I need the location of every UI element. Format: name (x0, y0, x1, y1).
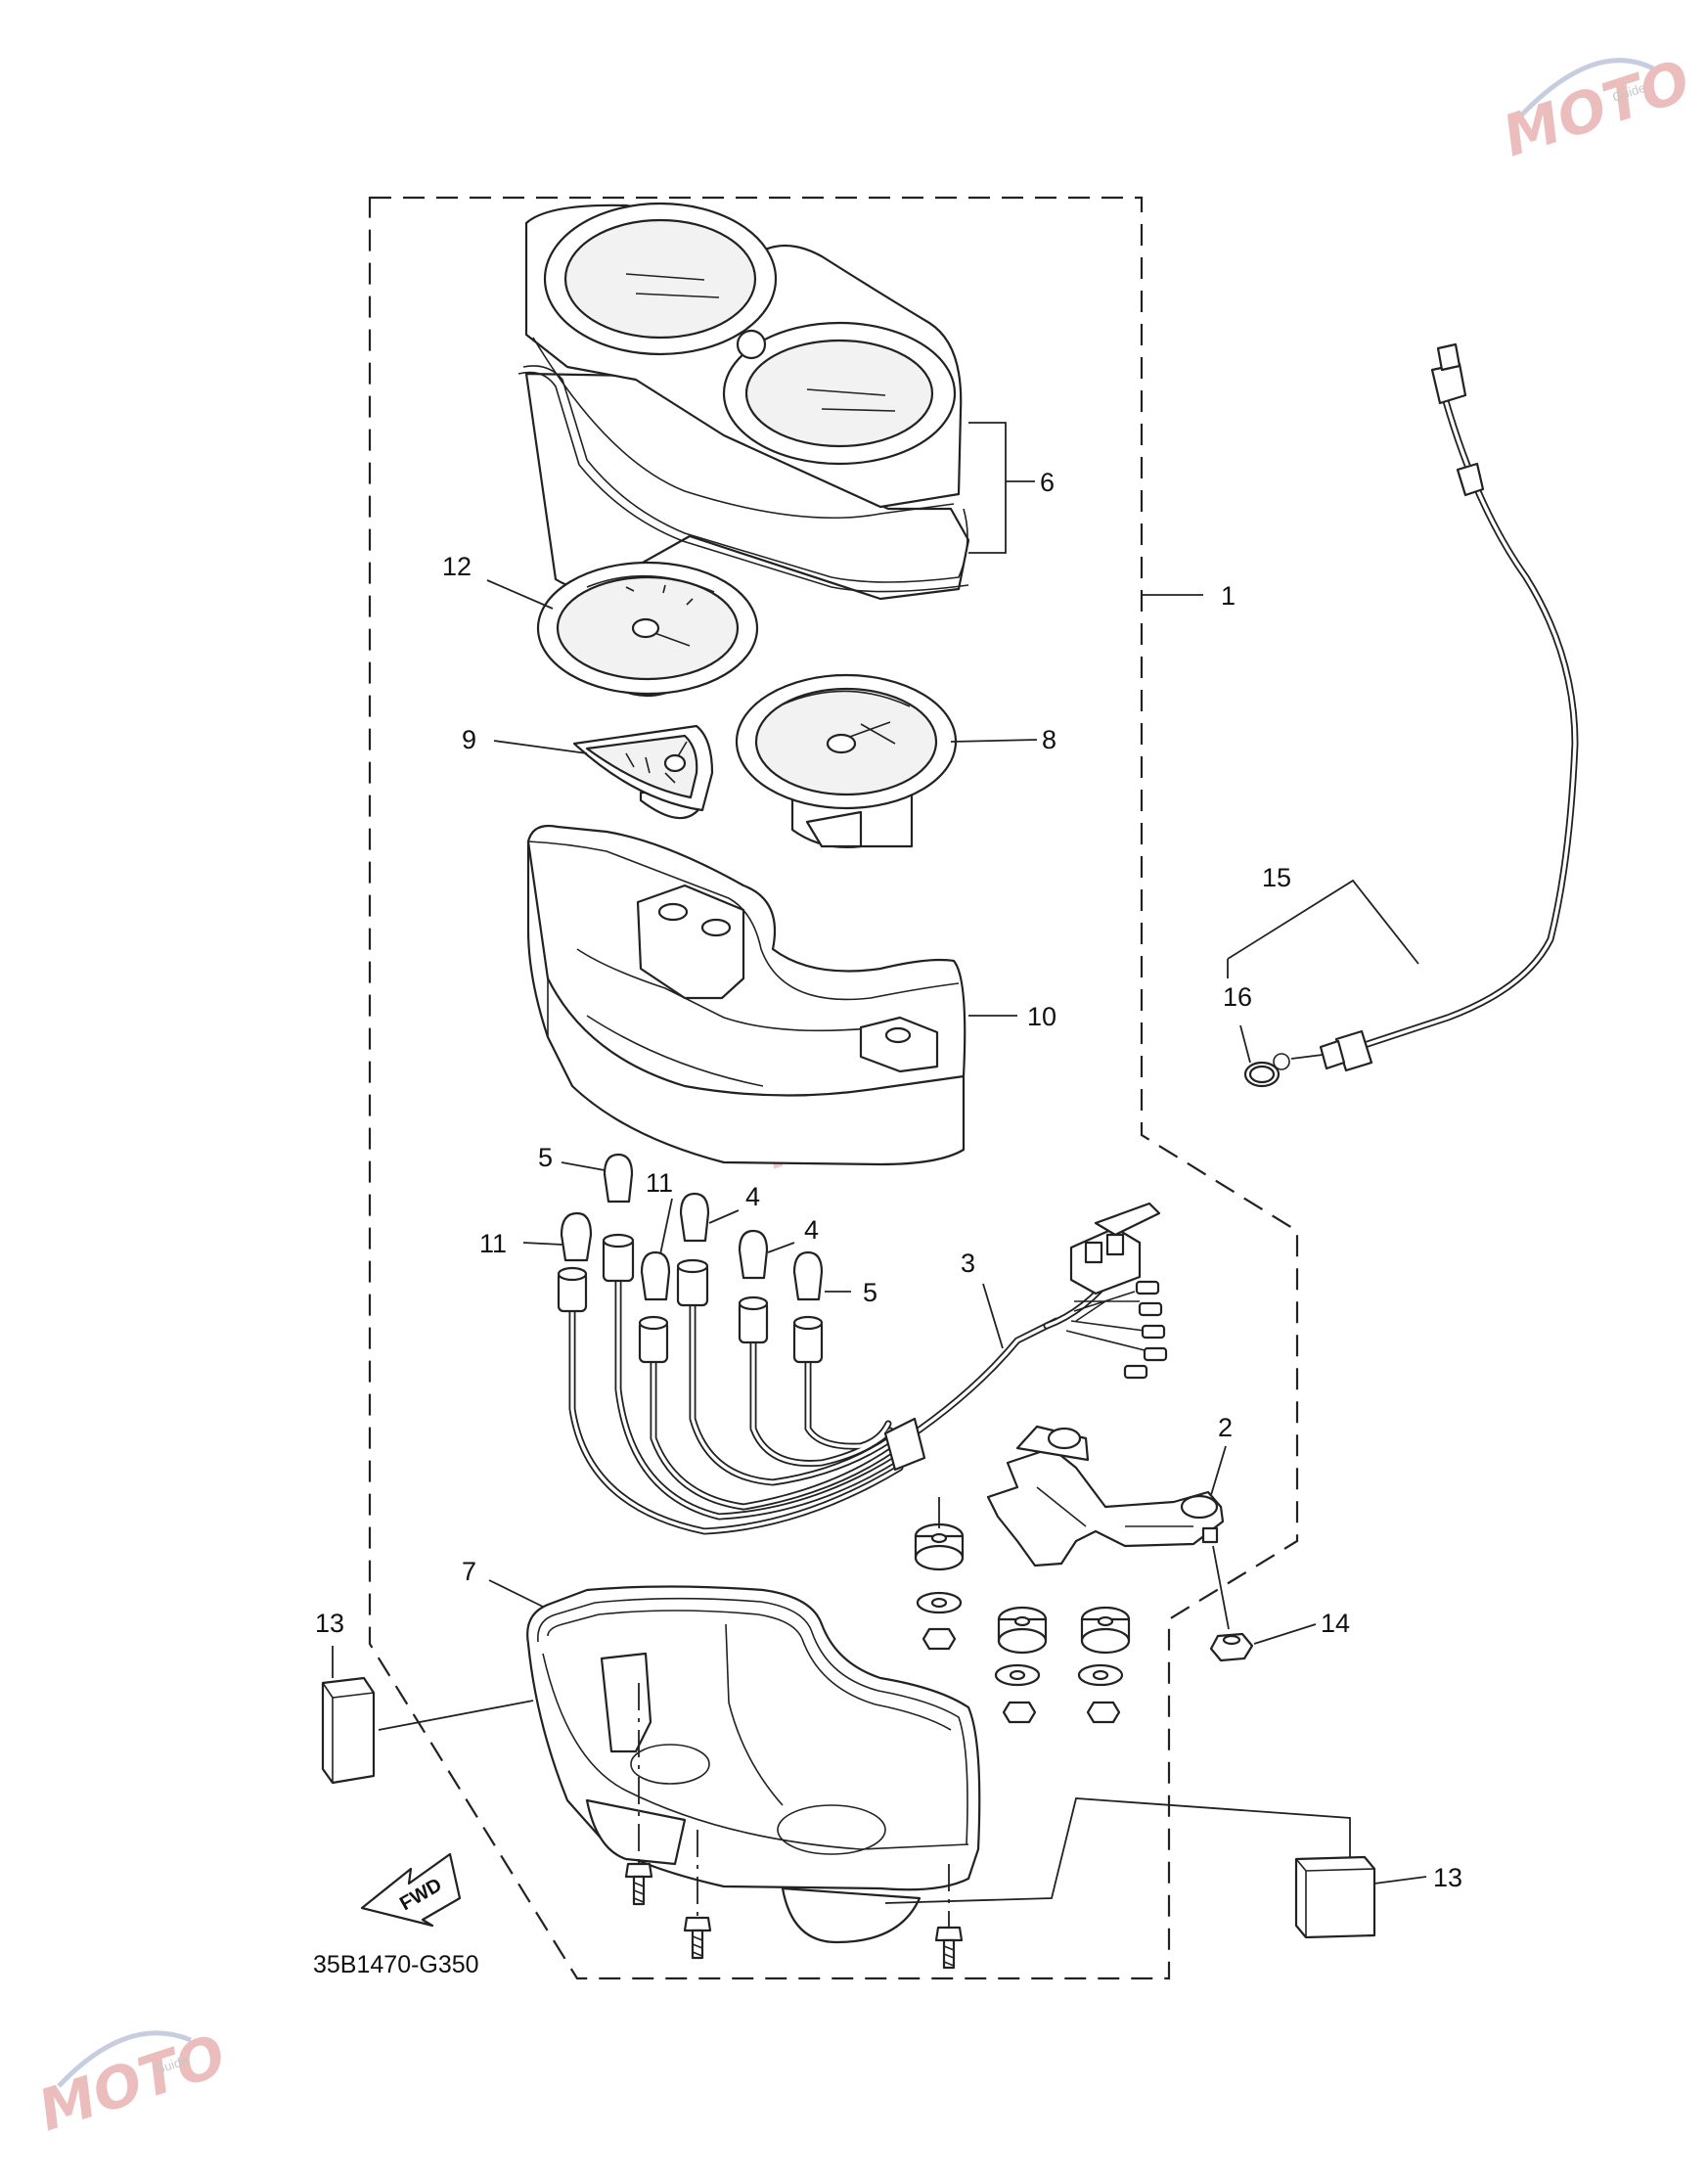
watermark-logo-top-right: MOTO Guide (1495, 47, 1697, 169)
speedometer-gauge (735, 673, 958, 848)
callout-4a: 4 (745, 1182, 760, 1211)
callout-2: 2 (1218, 1413, 1233, 1442)
drawing-code: 35B1470-G350 (313, 1951, 479, 1978)
pad-left (321, 1646, 534, 1785)
callout-12: 12 (442, 552, 472, 581)
callout-16: 16 (1223, 982, 1252, 1012)
callout-15: 15 (1262, 863, 1291, 892)
callout-7: 7 (462, 1557, 476, 1586)
meter-case-lower (526, 1585, 981, 1944)
meter-case-gasket (522, 365, 968, 583)
callout-11a: 11 (646, 1168, 673, 1198)
bulb-harness (557, 1153, 1060, 1535)
callout-13a: 13 (315, 1609, 344, 1638)
callout-3: 3 (961, 1249, 975, 1278)
meter-bracket (986, 1425, 1225, 1567)
leader-lines (486, 579, 1427, 1885)
wire-harness-connector (1043, 1202, 1168, 1380)
callout-labels: 1 2 3 4 4 5 5 6 7 8 9 10 11 11 12 13 13 … (315, 468, 1462, 1892)
meter-case-inner (526, 824, 966, 1166)
damper-rubbers (914, 1497, 1131, 1724)
leader-15 (1227, 879, 1419, 978)
screws (624, 1683, 964, 1970)
bulb-socket (557, 1233, 824, 1364)
callout-13b: 13 (1433, 1863, 1462, 1892)
leader-6 (968, 422, 1035, 554)
svg-text:MOTO: MOTO (30, 2021, 233, 2144)
pad-right (884, 1797, 1376, 1939)
callout-8: 8 (1042, 725, 1056, 754)
callout-5a: 5 (538, 1143, 553, 1172)
nut (1209, 1545, 1254, 1662)
fuel-gauge (572, 724, 714, 820)
callout-10: 10 (1027, 1002, 1056, 1031)
o-ring (1243, 1061, 1281, 1088)
meter-case-gasket-outer (517, 371, 969, 593)
meter-cable (1273, 342, 1579, 1072)
watermark-logo-bottom-left: MOTO Guide (30, 2021, 233, 2144)
callout-6: 6 (1040, 468, 1055, 497)
callout-11b: 11 (479, 1229, 507, 1258)
callout-9: 9 (462, 725, 476, 754)
meter-case-upper (524, 202, 970, 601)
callout-1: 1 (1221, 581, 1236, 611)
bulb (560, 1153, 824, 1301)
assembly-boundary-dashed (368, 196, 1299, 1980)
callout-4b: 4 (804, 1215, 819, 1245)
callout-14: 14 (1321, 1609, 1350, 1638)
callout-5b: 5 (863, 1278, 877, 1307)
tachometer-gauge (536, 561, 759, 698)
fwd-arrow: FWD (360, 1852, 462, 1928)
